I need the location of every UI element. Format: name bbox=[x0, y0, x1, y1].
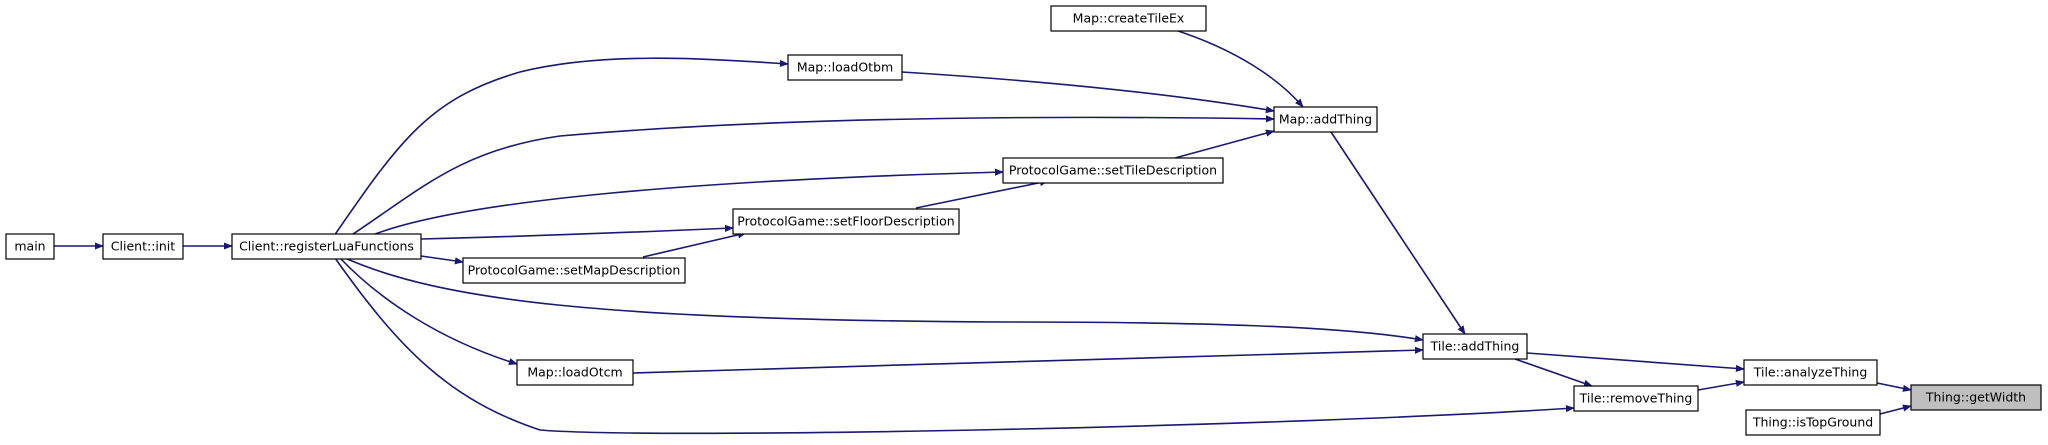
node-set-floor-description-label: ProtocolGame::setFloorDescription bbox=[737, 214, 954, 229]
node-main[interactable]: main bbox=[5, 233, 55, 260]
node-set-map-description-label: ProtocolGame::setMapDescription bbox=[468, 263, 681, 278]
edge-set-map-desc-to-set-floor-desc bbox=[642, 231, 747, 258]
edge-analyze-thing-to-get-width bbox=[1876, 382, 1912, 392]
node-tile-remove-thing[interactable]: Tile::removeThing bbox=[1573, 385, 1699, 412]
node-is-top-ground[interactable]: Thing::isTopGround bbox=[1745, 409, 1881, 436]
node-map-add-thing[interactable]: Map::addThing bbox=[1273, 106, 1378, 133]
node-get-width-label: Thing::getWidth bbox=[1925, 390, 2026, 405]
node-set-map-description[interactable]: ProtocolGame::setMapDescription bbox=[462, 257, 686, 284]
edge-is-top-ground-to-get-width bbox=[1879, 404, 1912, 415]
node-set-floor-description[interactable]: ProtocolGame::setFloorDescription bbox=[732, 208, 960, 235]
node-analyze-thing-label: Tile::analyzeThing bbox=[1753, 365, 1868, 380]
node-load-otcm[interactable]: Map::loadOtcm bbox=[516, 359, 634, 386]
edge-set-floor-desc-to-set-tile-desc bbox=[915, 179, 1049, 209]
edge-register-lua-to-set-floor-desc bbox=[420, 224, 734, 240]
edge-set-tile-desc-to-map-add-thing bbox=[1174, 129, 1275, 159]
node-tile-add-thing[interactable]: Tile::addThing bbox=[1422, 333, 1528, 360]
node-set-tile-description-label: ProtocolGame::setTileDescription bbox=[1009, 163, 1217, 178]
node-register-lua-functions-label: Client::registerLuaFunctions bbox=[239, 239, 414, 254]
node-map-add-thing-label: Map::addThing bbox=[1279, 112, 1372, 127]
edge-register-lua-to-set-map-desc bbox=[420, 255, 464, 265]
node-get-width[interactable]: Thing::getWidth bbox=[1910, 384, 2042, 411]
node-load-otbm-label: Map::loadOtbm bbox=[797, 60, 893, 75]
node-tile-add-thing-label: Tile::addThing bbox=[1430, 339, 1520, 354]
edge-register-lua-to-tile-add-thing bbox=[344, 257, 1424, 343]
edge-register-lua-to-set-tile-desc bbox=[369, 168, 1004, 237]
edge-tile-add-thing-to-tile-remove-thing bbox=[1514, 358, 1593, 387]
node-analyze-thing[interactable]: Tile::analyzeThing bbox=[1743, 359, 1878, 386]
node-create-tile-ex-label: Map::createTileEx bbox=[1073, 11, 1185, 26]
node-create-tile-ex[interactable]: Map::createTileEx bbox=[1050, 5, 1207, 32]
edge-tile-add-thing-to-analyze-thing bbox=[1526, 352, 1745, 372]
edge-map-add-thing-to-tile-add-thing bbox=[1330, 131, 1466, 335]
node-register-lua-functions[interactable]: Client::registerLuaFunctions bbox=[231, 233, 422, 260]
node-load-otbm[interactable]: Map::loadOtbm bbox=[787, 54, 903, 81]
node-set-tile-description[interactable]: ProtocolGame::setTileDescription bbox=[1002, 157, 1224, 184]
edge-tile-remove-thing-to-analyze-thing bbox=[1697, 379, 1745, 391]
node-main-label: main bbox=[14, 239, 45, 254]
node-is-top-ground-label: Thing::isTopGround bbox=[1752, 415, 1873, 430]
edges bbox=[54, 28, 1912, 435]
node-client-init[interactable]: Client::init bbox=[102, 233, 184, 260]
node-load-otcm-label: Map::loadOtcm bbox=[527, 365, 622, 380]
edge-create-tile-ex-to-map-add-thing bbox=[1171, 28, 1304, 108]
edge-load-otcm-to-tile-add-thing bbox=[632, 346, 1424, 374]
edge-register-lua-to-load-otbm bbox=[333, 57, 789, 237]
edge-register-lua-to-map-add-thing bbox=[349, 115, 1275, 237]
edge-load-otbm-to-map-add-thing bbox=[901, 71, 1275, 114]
node-tile-remove-thing-label: Tile::removeThing bbox=[1579, 391, 1693, 406]
edge-register-lua-to-tile-remove-thing bbox=[334, 257, 1575, 435]
node-client-init-label: Client::init bbox=[111, 239, 175, 254]
edge-register-lua-to-load-otcm bbox=[339, 257, 518, 366]
